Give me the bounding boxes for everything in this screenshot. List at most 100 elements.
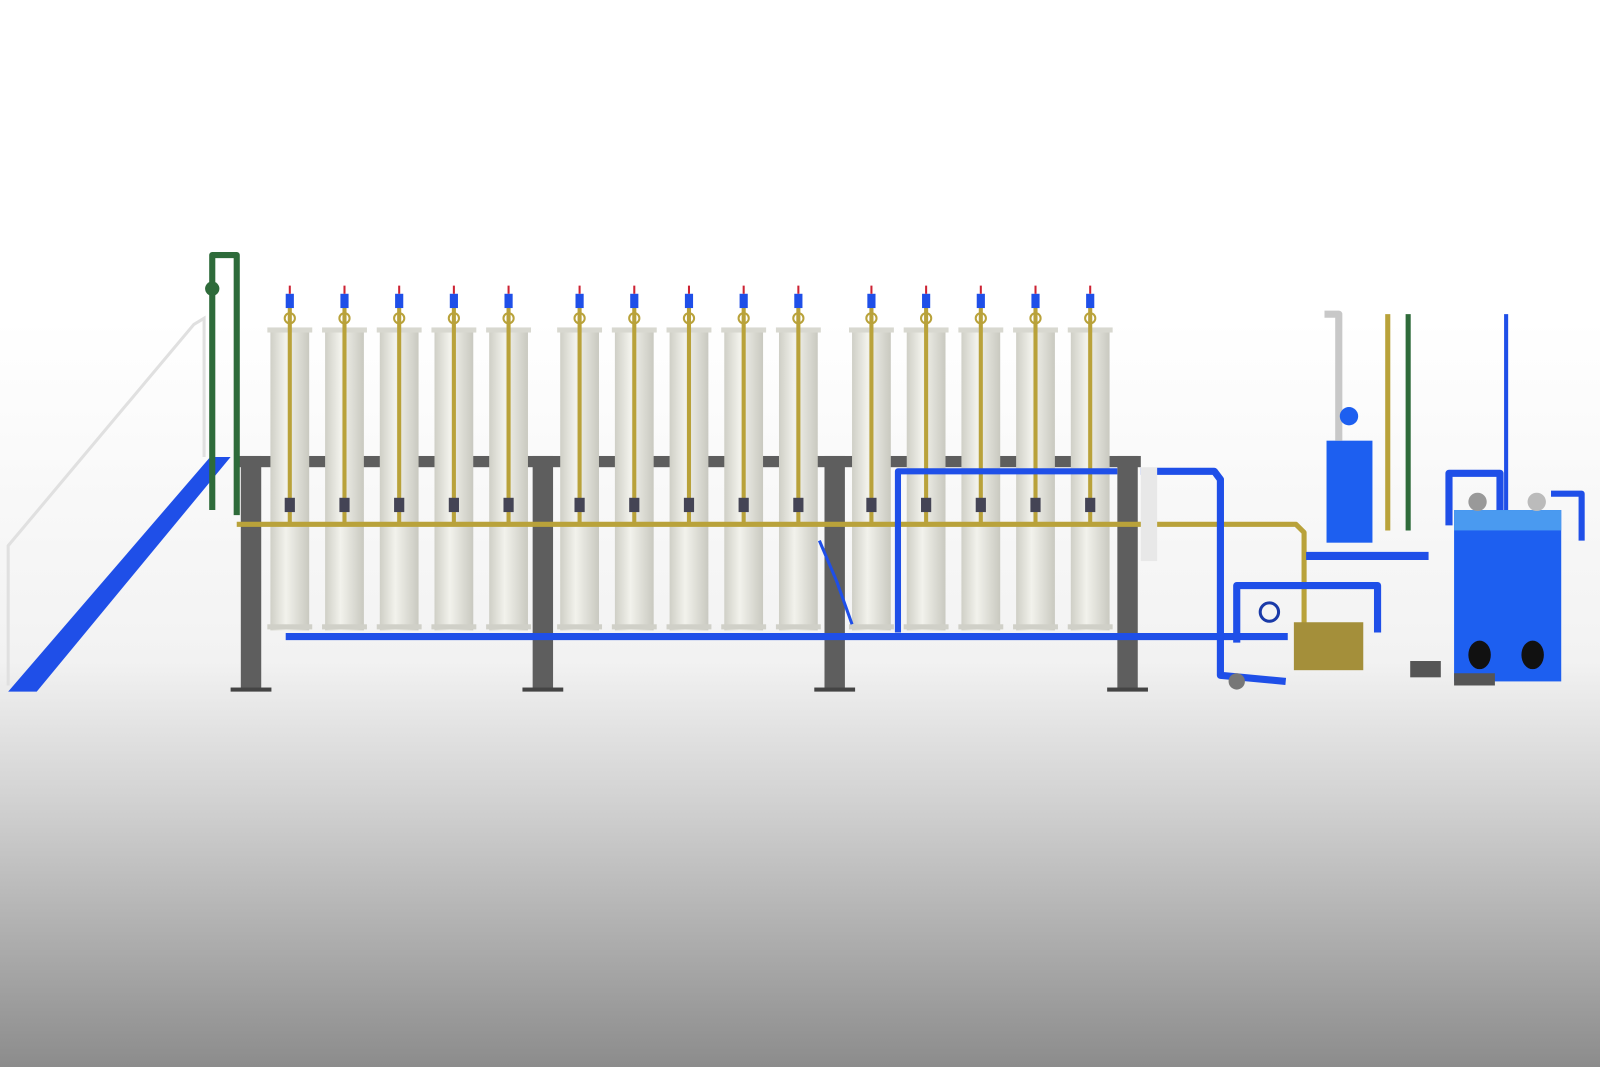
valve-handle [797,285,800,294]
isolation-valve [738,497,749,513]
motor [1468,492,1487,512]
tube-fitting [682,312,696,325]
dosing-tank [1293,622,1364,671]
valve-handle [343,285,346,294]
stack-valve [1339,407,1359,426]
circulation-pump [1454,673,1495,686]
isolation-valve [683,497,695,513]
tube-fitting [447,312,460,325]
pump [1228,673,1245,690]
top-valve [1031,293,1040,309]
tank-port [1468,640,1491,670]
top-valve [395,293,404,309]
stair-handrail [6,315,206,686]
isolation-valve [503,497,514,513]
isolation-valve [394,497,405,513]
valve-handle [1034,285,1037,294]
tube-fitting [573,312,586,325]
tube-fitting [737,312,750,325]
membrane-bottom-flange [376,624,422,630]
tank-top [1454,510,1562,531]
membrane-bottom-flange [848,624,894,630]
membrane-bottom-flange [267,624,313,630]
membrane-bottom-flange [958,624,1004,630]
membrane-bottom-flange [1013,624,1058,630]
valve-handle [979,285,982,294]
valve-handle [1089,285,1092,294]
tube-fitting [338,312,351,325]
tube-fitting [502,312,515,325]
tube-fitting [974,312,987,325]
top-valve [867,293,876,309]
valve-handle [507,285,510,294]
tank-inlet-pipe [1445,469,1504,526]
tube-fitting [865,312,878,325]
valve-handle [398,285,401,294]
isolation-valve [1030,497,1041,513]
isolation-valve [284,497,295,513]
membrane-bottom-flange [611,624,657,630]
isolation-valve [448,497,459,513]
pipework [205,251,1429,690]
pressure-gauge [1527,492,1546,512]
dosing-pump [1410,661,1441,678]
tube-fitting [393,312,406,325]
isolation-valve [629,497,640,513]
membrane-modules [267,285,1113,631]
junction-box [1140,467,1158,562]
top-valve [630,293,639,309]
top-valve [739,293,748,309]
membrane-bottom-flange [1067,624,1113,630]
top-valve [575,293,584,309]
gate-valve-wheel [1258,601,1281,623]
membrane-bottom-flange [431,624,477,630]
isolation-valve [975,497,986,513]
isolation-valve [574,497,585,513]
frame-foot [522,687,564,692]
isolation-valve [866,497,877,513]
tube-fitting [283,312,296,325]
valve-handle [742,285,745,294]
top-valve [340,293,349,309]
top-valve [285,293,294,309]
membrane-bottom-flange [666,624,712,630]
membrane-bottom-flange [557,624,603,630]
frame-post [824,455,845,689]
tube-fitting [628,312,641,325]
tank-outlet-pipe [1551,490,1585,541]
tube-fitting [919,312,933,325]
valve-handle [633,285,636,294]
top-valve [794,293,803,309]
top-valve [976,293,985,309]
vertical-filter-tank [1326,440,1373,543]
valve-handle [452,285,455,294]
isolation-valve [921,497,932,513]
top-valve [449,293,458,309]
stair-ramp [8,456,231,692]
frame-foot [1107,687,1148,692]
frame-post [532,455,554,689]
drain-line [817,540,854,625]
valve-handle [925,285,928,294]
frame-post [1117,455,1138,689]
valve-handle [288,285,291,294]
membrane-bottom-flange [903,624,949,630]
top-valve [684,293,694,309]
frame-foot [230,687,272,692]
permeate-header [236,521,1307,625]
membrane-bottom-flange [721,624,767,630]
valve-handle [687,285,690,294]
top-valve [504,293,513,309]
top-valve [1086,293,1095,309]
valve-handle [578,285,581,294]
isolation-valve [1085,497,1096,513]
isolation-valve [339,497,350,513]
concentrate-line [894,468,1118,633]
frame-foot [814,687,856,692]
vent-valve [205,281,220,296]
tube-fitting [792,312,805,325]
tube-fitting [1029,312,1042,325]
staircase [6,315,231,692]
feed-loop [1233,581,1382,643]
